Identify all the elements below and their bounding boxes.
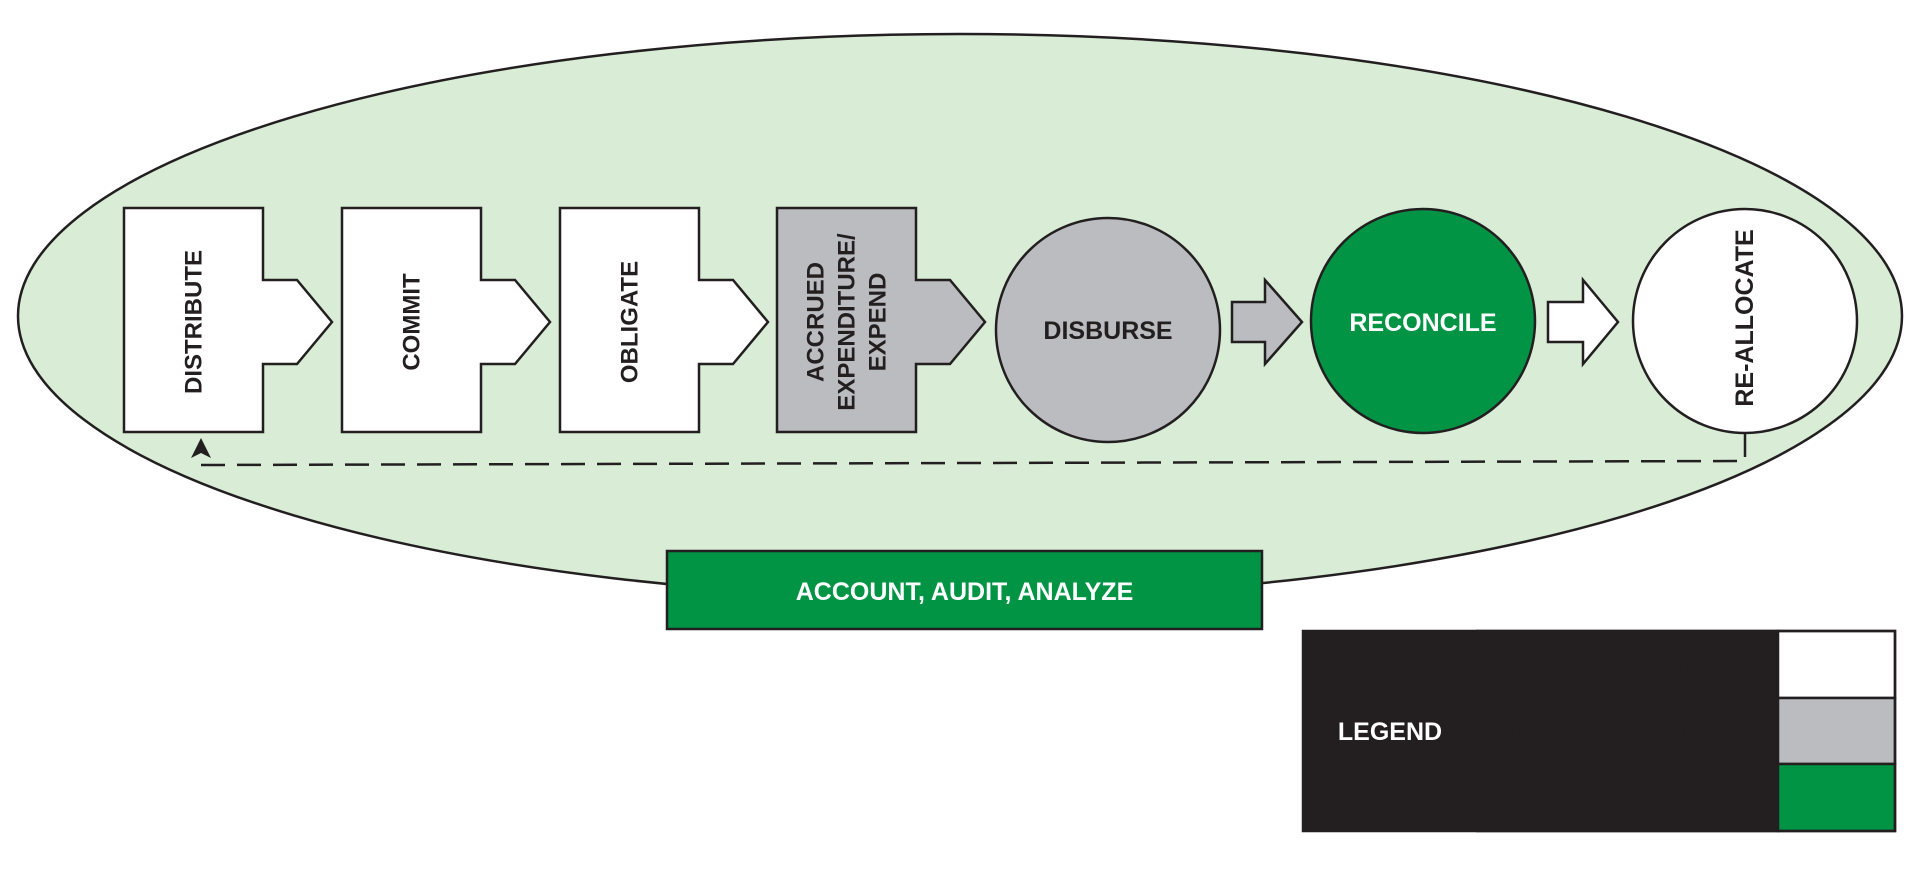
step-label-line: ACCRUED <box>803 262 830 382</box>
step-label-line: RE-ALLOCATE <box>1731 229 1759 406</box>
legend-label-cell <box>1475 629 1780 700</box>
step-commit: COMMIT <box>340 206 552 434</box>
banner-box <box>665 549 1264 631</box>
arrow-to-reconcile <box>1230 276 1304 368</box>
legend-border <box>1301 629 1897 833</box>
step-label-line: OBLIGATE <box>617 261 644 383</box>
step-label-line: DISTRIBUTE <box>181 250 208 394</box>
step-label-line: RECONCILE <box>1349 309 1496 337</box>
legend-label-shared: SHARED <box>1486 790 1566 811</box>
obligate-label: OBLIGATE <box>617 261 644 383</box>
commit-arrow-box <box>340 206 552 434</box>
feedback-loop-dashed-line <box>199 433 1747 467</box>
feedback-loop-arrowhead <box>191 438 211 458</box>
legend-label-cell <box>1475 762 1780 833</box>
distribute-label: DISTRIBUTE <box>181 250 208 394</box>
reconcile-label: RECONCILE <box>1349 309 1496 337</box>
step-reconcile: RECONCILE <box>1309 207 1537 435</box>
step-label-line: DISBURSE <box>1043 317 1172 345</box>
accrued-expenditure-arrow-box <box>775 206 987 434</box>
commit-label: COMMIT <box>399 273 426 371</box>
legend-swatch-green <box>1776 762 1897 833</box>
step-label-line: EXPENDITURE/ <box>834 233 861 411</box>
legend-label-resource-management: RESOURCE MANAGEMENT <box>1486 657 1738 678</box>
legend-title: LEGEND <box>1338 718 1442 746</box>
legend-row-shared: SHARED <box>1475 762 1897 833</box>
disburse-circle <box>994 216 1222 444</box>
legend-row-resource-management: RESOURCE MANAGEMENT <box>1475 629 1897 700</box>
obligate-arrow-box <box>558 206 770 434</box>
distribute-arrow-box <box>122 206 334 434</box>
legend-row-finance-operations: FINANCE OPERATIONS <box>1475 696 1897 766</box>
reconcile-circle <box>1309 207 1537 435</box>
step-label-line: COMMIT <box>399 273 426 371</box>
arrow-to-reallocate <box>1546 276 1620 368</box>
step-obligate: OBLIGATE <box>558 206 770 434</box>
legend: LEGEND RESOURCE MANAGEMENT FINANCE OPERA… <box>1301 629 1897 833</box>
legend-swatch-white <box>1776 629 1897 700</box>
disburse-label: DISBURSE <box>1043 317 1172 345</box>
legend-header-cell <box>1303 631 1477 831</box>
step-label-line: EXPEND <box>865 273 892 372</box>
account-audit-analyze-banner: ACCOUNT, AUDIT, ANALYZE <box>665 549 1264 631</box>
step-disburse: DISBURSE <box>994 216 1222 444</box>
legend-label-finance-operations: FINANCE OPERATIONS <box>1486 723 1700 744</box>
banner-label: ACCOUNT, AUDIT, ANALYZE <box>796 578 1134 606</box>
reallocate-label: RE-ALLOCATE <box>1731 229 1759 406</box>
legend-swatch-gray <box>1776 696 1897 766</box>
step-distribute: DISTRIBUTE <box>122 206 334 434</box>
step-reallocate: RE-ALLOCATE <box>1631 207 1859 435</box>
